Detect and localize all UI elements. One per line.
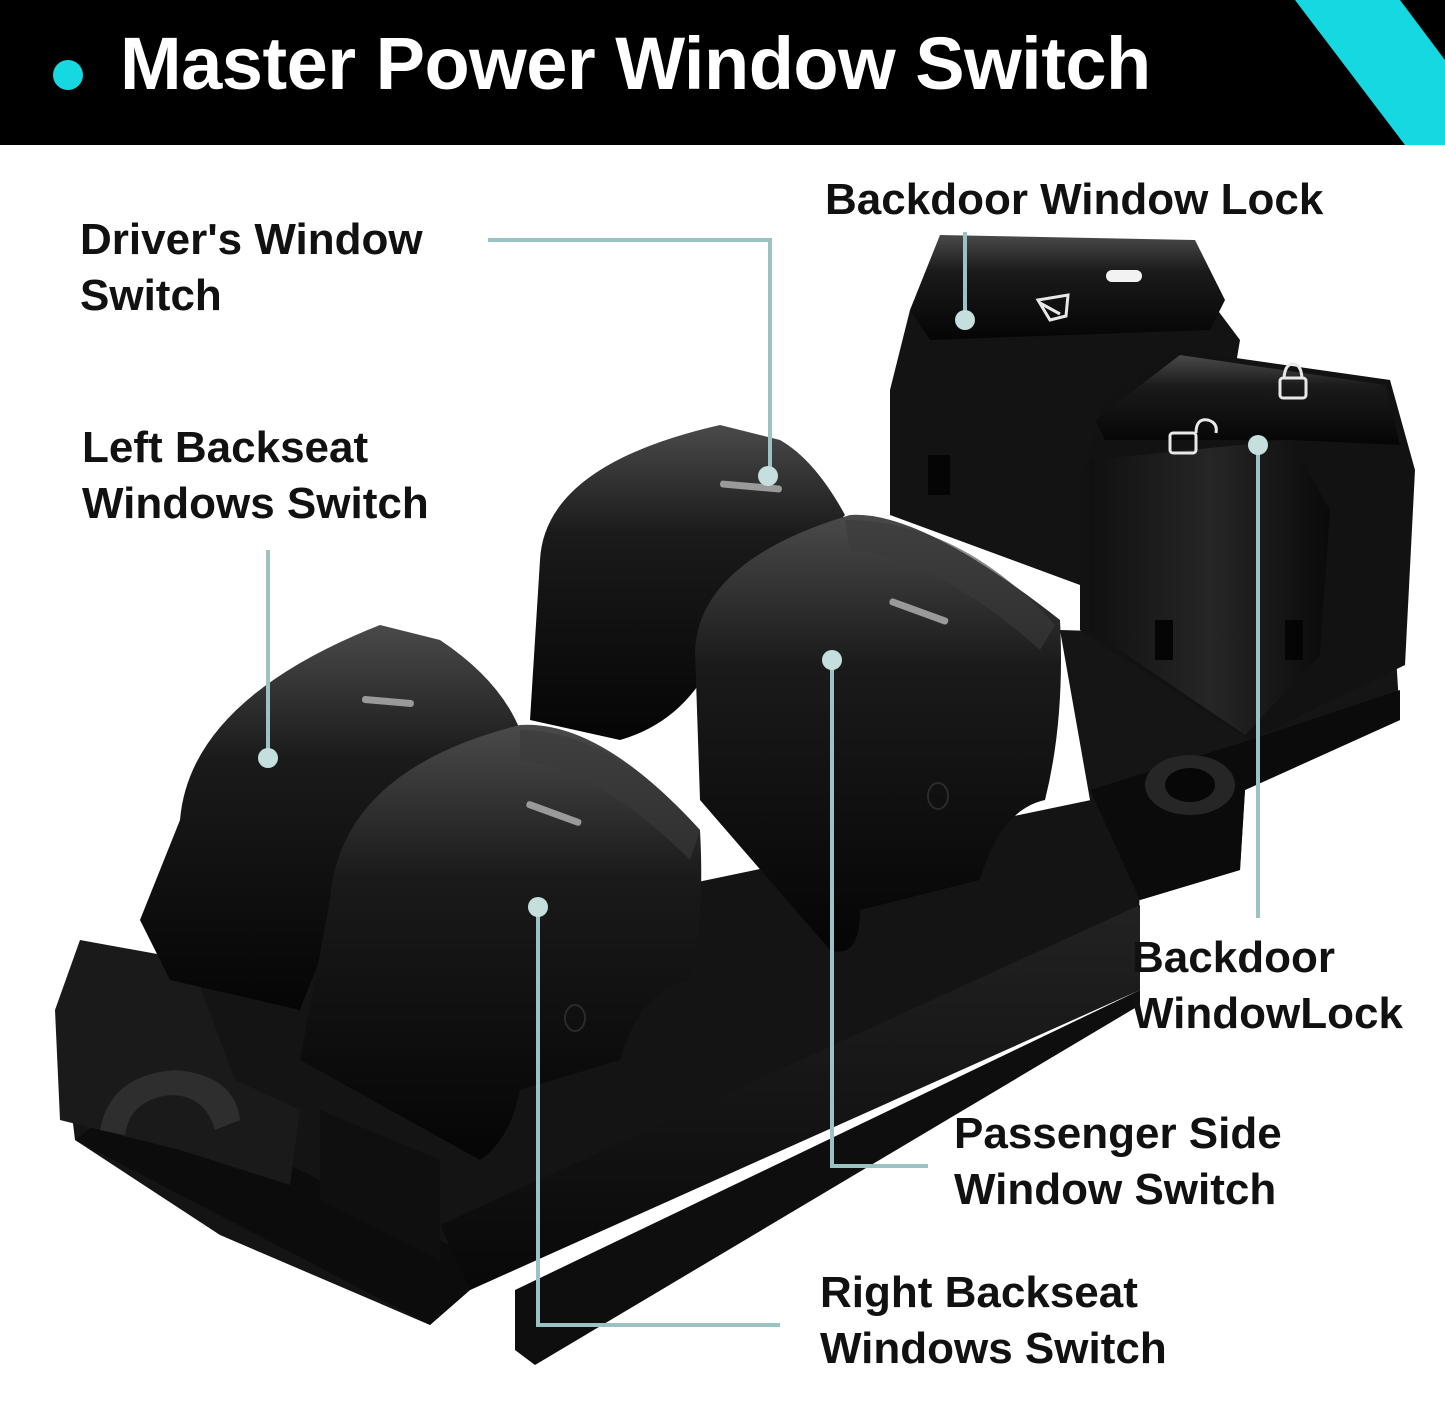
right-backseat-label-line1: Right Backseat — [820, 1268, 1138, 1317]
drivers-window-label-line2: Switch — [80, 271, 222, 320]
left-backseat-label-line1: Left Backseat — [82, 423, 369, 472]
backdoor-lock-top-label-line1: Backdoor Window Lock — [825, 175, 1324, 224]
drivers-window-label-line1: Driver's Window — [80, 215, 423, 264]
backdoor-lock-top-label: Backdoor Window Lock — [825, 172, 1323, 228]
drivers-window-label: Driver's Window Switch — [80, 212, 423, 324]
mounting-hole — [1145, 755, 1235, 815]
drivers-window-rocker — [530, 425, 845, 740]
window-switch-illustration — [55, 235, 1415, 1365]
bullet-dot-icon — [53, 60, 83, 90]
backdoor-lock-right-label-line2: WindowLock — [1132, 989, 1403, 1038]
backdoor-lock-right-label: Backdoor WindowLock — [1132, 930, 1403, 1042]
passenger-side-label-line2: Window Switch — [954, 1165, 1277, 1214]
title-banner: Master Power Window Switch — [0, 0, 1445, 145]
banner-stripe-decoration — [1295, 0, 1445, 145]
passenger-side-label-line1: Passenger Side — [954, 1109, 1282, 1158]
page-title: Master Power Window Switch — [120, 22, 1151, 105]
window-lock-button — [1080, 350, 1415, 740]
right-backseat-label-line2: Windows Switch — [820, 1324, 1167, 1373]
backdoor-lock-right-label-line1: Backdoor — [1132, 933, 1335, 982]
right-backseat-label: Right Backseat Windows Switch — [820, 1265, 1167, 1377]
left-backseat-label: Left Backseat Windows Switch — [82, 420, 429, 532]
passenger-side-label: Passenger Side Window Switch — [954, 1106, 1282, 1218]
mounting-clip — [55, 940, 440, 1260]
left-backseat-label-line2: Windows Switch — [82, 479, 429, 528]
left-backseat-rocker — [140, 625, 520, 1010]
